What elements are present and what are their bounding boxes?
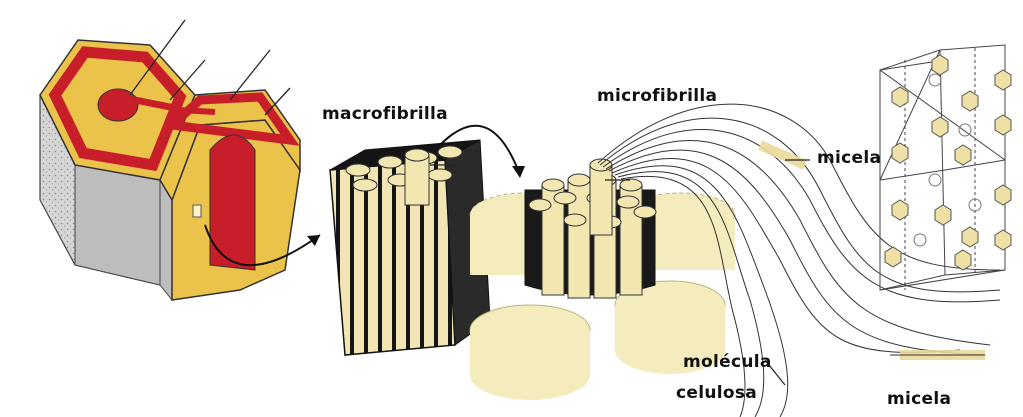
label-celulosa: celulosa [676,383,757,403]
micela-band-top [760,145,805,165]
label-micela-bottom: micela [887,389,951,409]
label-molecula: molécula [683,352,772,372]
label-macrofibrilla: macrofibrilla [322,104,448,124]
arrow-head-2 [512,166,525,178]
macrofibril-bundle [330,140,490,355]
arrow-head-1 [307,235,320,246]
label-micela-top: micela [817,148,881,168]
crystal-lattice [880,45,1011,290]
label-microfibrilla: microfibrilla [597,86,717,106]
cell-wall-block [40,20,300,300]
